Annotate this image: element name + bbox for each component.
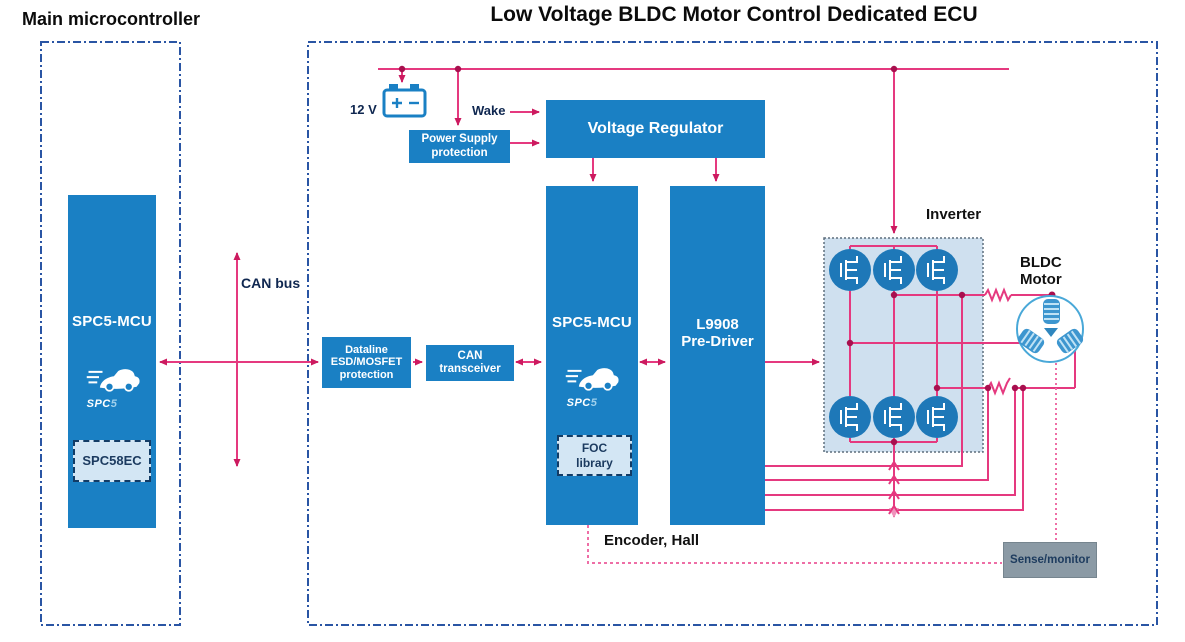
ecu-mcu-label: SPC5-MCU <box>552 314 632 331</box>
ecu-mcu-block: SPC5-MCU SPC5 FOC library <box>546 186 638 525</box>
wake-label: Wake <box>472 103 506 118</box>
resistor-icon <box>984 287 1012 303</box>
battery-voltage-label: 12 V <box>350 102 377 117</box>
motor-coil-icon <box>1043 299 1060 324</box>
voltage-regulator-block: Voltage Regulator <box>546 100 765 158</box>
encoder-hall-label: Encoder, Hall <box>604 532 700 549</box>
vr-output-arrows <box>589 158 720 182</box>
spc5-logo: SPC5 <box>566 397 598 409</box>
power-supply-protection-block: Power Supply protection <box>409 130 510 163</box>
dataline-protection-block: Dataline ESD/MOSFET protection <box>322 337 411 388</box>
foc-library-badge: FOC library <box>557 435 632 476</box>
main-microcontroller-title: Main microcontroller <box>22 9 201 29</box>
motor-icon <box>1016 295 1084 363</box>
main-microcontroller-container <box>40 41 181 626</box>
resistor-icon <box>987 377 1011 396</box>
battery-icon <box>382 84 427 118</box>
motor-coil-icon <box>1017 328 1045 354</box>
ecu-container <box>307 41 1158 626</box>
ecu-title: Low Voltage BLDC Motor Control Dedicated… <box>490 3 978 26</box>
bldc-motor-label: BLDC Motor <box>1020 254 1062 288</box>
predriver-block: L9908 Pre-Driver <box>670 186 765 525</box>
encoder-hall-line <box>587 525 1002 564</box>
inverter-label: Inverter <box>926 206 982 223</box>
car-icon <box>86 369 140 392</box>
car-icon <box>565 368 619 391</box>
main-mcu-block: SPC5-MCU SPC5 SPC58EC <box>68 195 156 528</box>
sense-monitor-block: Sense/monitor <box>1003 542 1097 578</box>
ground-arrow <box>888 438 900 518</box>
can-transceiver-block: CAN transceiver <box>426 345 514 381</box>
spc5-logo: SPC5 <box>86 398 118 410</box>
sense-feedback-lines <box>765 388 1024 511</box>
spc58ec-badge: SPC58EC <box>73 440 151 482</box>
power-rail <box>378 68 1009 234</box>
main-mcu-label: SPC5-MCU <box>72 313 152 330</box>
motor-coil-icon <box>1056 328 1084 354</box>
can-bus-net <box>159 252 820 467</box>
can-bus-label: CAN bus <box>241 275 301 291</box>
